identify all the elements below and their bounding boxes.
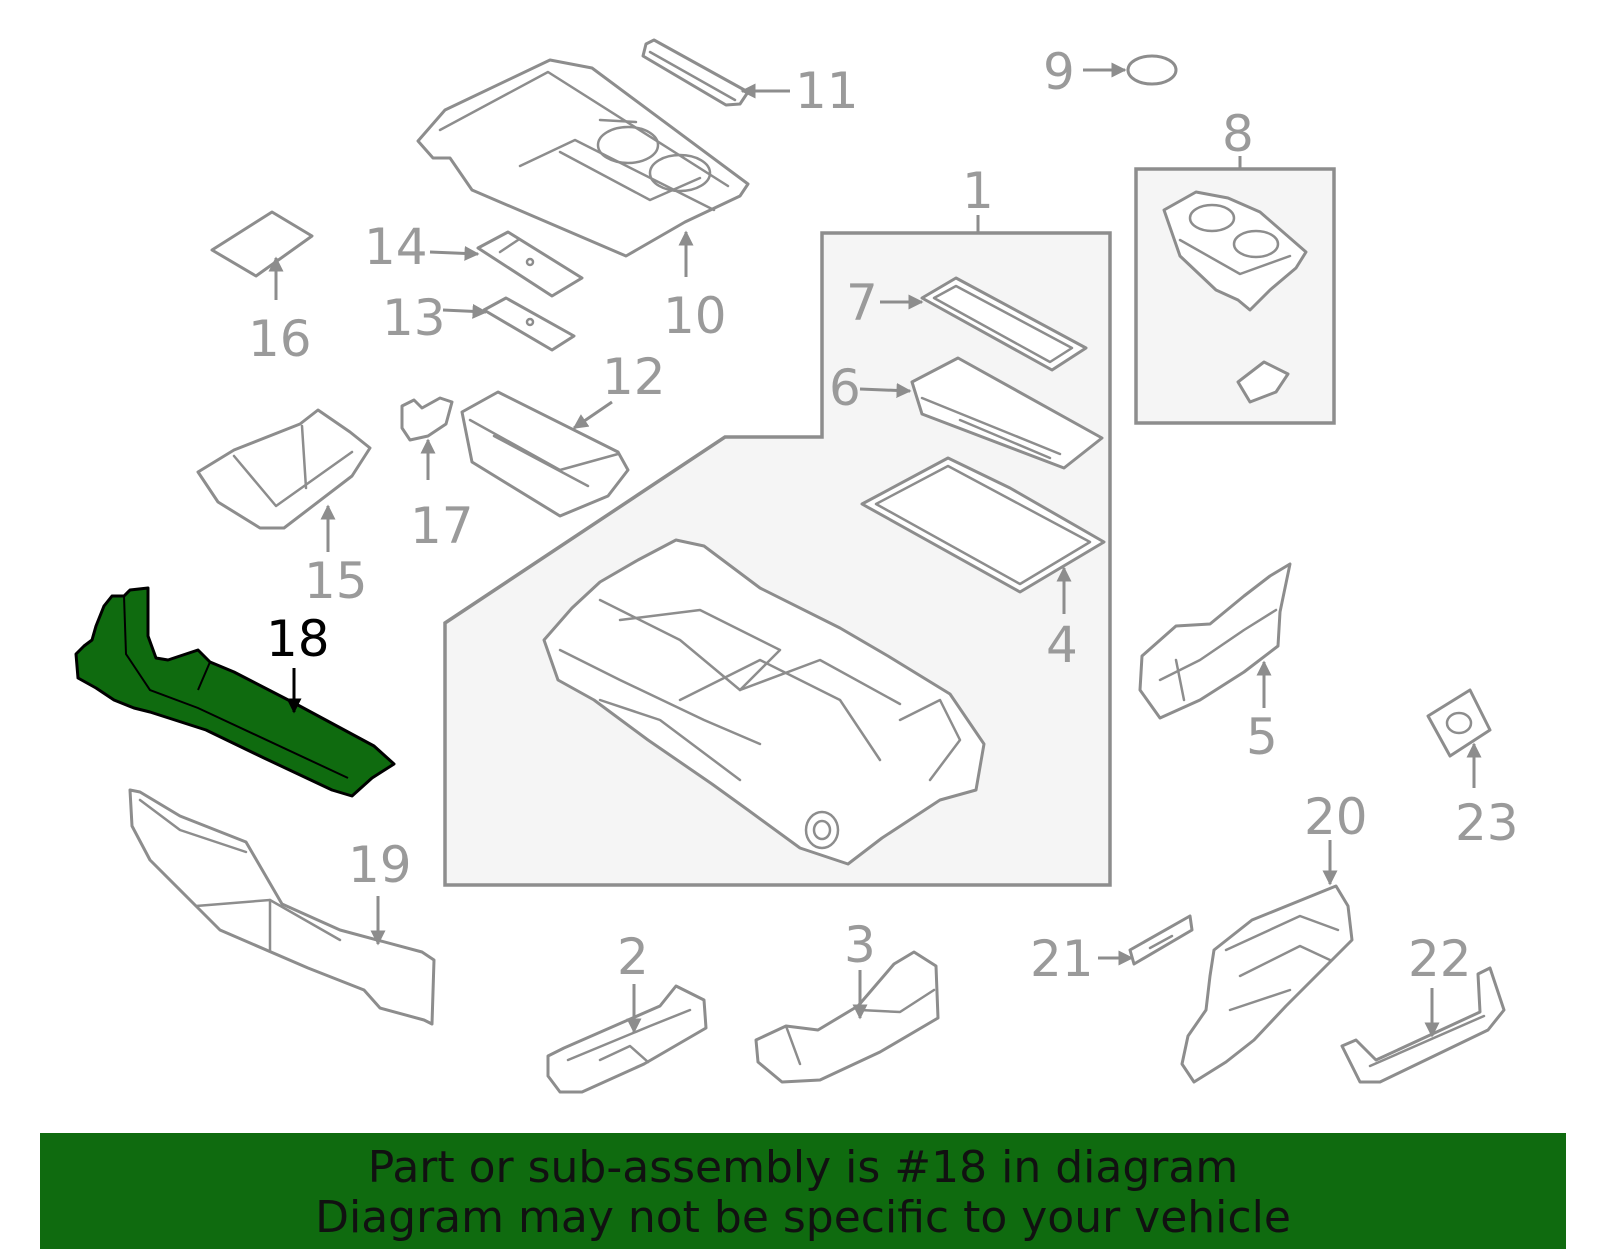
callout-15[interactable]: 15 bbox=[304, 552, 368, 610]
callout-2[interactable]: 2 bbox=[617, 928, 649, 986]
callout-12[interactable]: 12 bbox=[602, 348, 666, 406]
part-21-strip[interactable] bbox=[1128, 914, 1194, 966]
callout-3[interactable]: 3 bbox=[844, 916, 876, 974]
part-7-mat[interactable] bbox=[920, 276, 1088, 372]
callout-8[interactable]: 8 bbox=[1222, 105, 1254, 163]
callout-9[interactable]: 9 bbox=[1043, 43, 1075, 101]
callout-6[interactable]: 6 bbox=[829, 359, 861, 417]
part-15-tray[interactable] bbox=[196, 408, 372, 530]
callout-18[interactable]: 18 bbox=[266, 610, 330, 668]
banner-line-1: Part or sub-assembly is #18 in diagram bbox=[367, 1142, 1239, 1193]
callout-10[interactable]: 10 bbox=[663, 287, 727, 345]
part-22-handle[interactable] bbox=[1340, 966, 1506, 1084]
callout-5[interactable]: 5 bbox=[1246, 708, 1278, 766]
part-4-large-mat[interactable] bbox=[860, 456, 1106, 594]
part-12-storage-bin[interactable] bbox=[460, 390, 630, 518]
callout-22[interactable]: 22 bbox=[1408, 930, 1472, 988]
part-13-mat[interactable] bbox=[482, 296, 576, 352]
banner-line-2: Diagram may not be specific to your vehi… bbox=[315, 1192, 1291, 1243]
part-11-trim-strip[interactable] bbox=[641, 38, 750, 107]
callout-19[interactable]: 19 bbox=[348, 836, 412, 894]
part-14-mat[interactable] bbox=[476, 230, 584, 298]
part-6-bin-insert[interactable] bbox=[910, 356, 1104, 470]
callout-11[interactable]: 11 bbox=[795, 62, 859, 120]
part-5-bracket[interactable] bbox=[1138, 562, 1292, 720]
part-16-pad[interactable] bbox=[210, 210, 314, 278]
part-3-bracket[interactable] bbox=[754, 950, 940, 1084]
part-10-top-panel[interactable] bbox=[416, 58, 750, 258]
part-9-o-ring[interactable] bbox=[1126, 54, 1178, 86]
callout-16[interactable]: 16 bbox=[248, 310, 312, 368]
part-2-bracket[interactable] bbox=[546, 984, 708, 1094]
callout-14[interactable]: 14 bbox=[364, 218, 428, 276]
notice-banner: Part or sub-assembly is #18 in diagram D… bbox=[40, 1133, 1566, 1249]
part-8-cup-holder[interactable] bbox=[1162, 190, 1308, 404]
callout-7[interactable]: 7 bbox=[846, 274, 878, 332]
part-17-clip[interactable] bbox=[400, 396, 454, 442]
callout-1[interactable]: 1 bbox=[962, 162, 994, 220]
callout-21[interactable]: 21 bbox=[1030, 930, 1094, 988]
console-body[interactable] bbox=[542, 538, 986, 866]
parts-diagram: 1 8 11 9 10 16 14 13 bbox=[74, 38, 1519, 1094]
callout-23[interactable]: 23 bbox=[1455, 794, 1519, 852]
part-8-clip[interactable] bbox=[1236, 360, 1290, 404]
part-23-switch[interactable] bbox=[1426, 688, 1492, 758]
part-18-trim-panel[interactable] bbox=[74, 586, 396, 798]
part-20-rear-console[interactable] bbox=[1180, 884, 1354, 1084]
part-19-side-panel[interactable] bbox=[128, 788, 436, 1026]
callout-4[interactable]: 4 bbox=[1046, 616, 1078, 674]
callout-20[interactable]: 20 bbox=[1304, 788, 1368, 846]
callout-13[interactable]: 13 bbox=[382, 289, 446, 347]
callout-17[interactable]: 17 bbox=[410, 497, 474, 555]
